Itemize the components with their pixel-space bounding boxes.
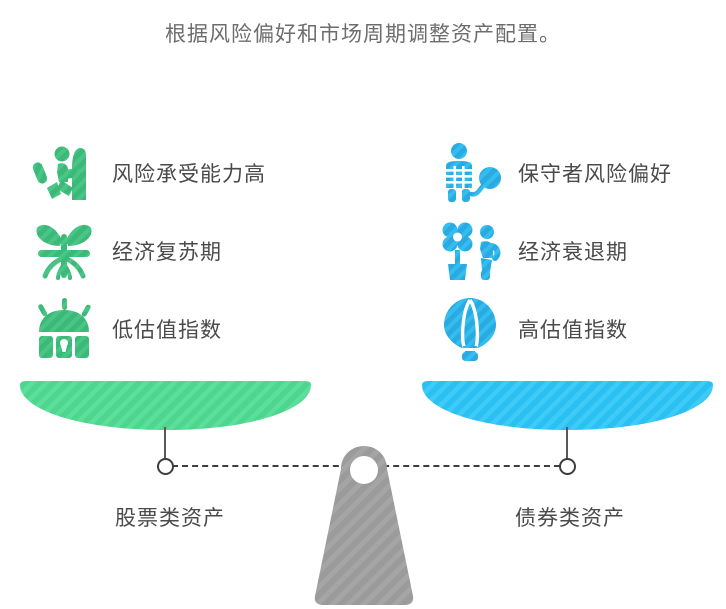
left-pivot-ring [157, 458, 174, 475]
feature-label: 低估值指数 [112, 319, 222, 342]
left-hanger-rod [164, 427, 166, 466]
page-title: 根据风险偏好和市场周期调整资产配置。 [165, 23, 561, 46]
feature-label: 风险承受能力高 [112, 163, 266, 186]
right-feature-column: 保守者风险偏好 [434, 134, 726, 368]
feature-row-undervalued-index: 低估值指数 [28, 290, 328, 368]
right-pivot-ring [559, 458, 576, 475]
left-scale-pan [18, 380, 313, 432]
feature-row-risk-tolerance-high: 风险承受能力高 [28, 134, 328, 212]
hot-air-balloon-icon [434, 296, 506, 362]
feature-row-conservative-risk-preference: 保守者风险偏好 [434, 134, 726, 212]
right-hanger-rod [566, 427, 568, 466]
left-asset-label: 股票类资产 [115, 507, 225, 530]
right-asset-label: 债券类资产 [515, 507, 625, 530]
feature-row-overvalued-index: 高估值指数 [434, 290, 726, 368]
feature-label: 经济衰退期 [518, 241, 628, 264]
right-scale-pan [420, 380, 715, 432]
flower-pot-person-icon [434, 218, 506, 284]
fulcrum [303, 444, 425, 609]
feature-label: 高估值指数 [518, 319, 628, 342]
balance-scale: 股票类资产 债券类资产 [0, 370, 726, 609]
person-with-ball-chain-icon [434, 140, 506, 206]
climbing-person-icon [28, 140, 100, 206]
sprout-icon [28, 218, 100, 284]
feature-row-economic-recession: 经济衰退期 [434, 212, 726, 290]
left-feature-column: 风险承受能力高 [28, 134, 328, 368]
treasure-chest-icon [28, 296, 100, 362]
feature-label: 经济复苏期 [112, 241, 222, 264]
feature-label: 保守者风险偏好 [518, 163, 672, 186]
feature-row-economic-recovery: 经济复苏期 [28, 212, 328, 290]
